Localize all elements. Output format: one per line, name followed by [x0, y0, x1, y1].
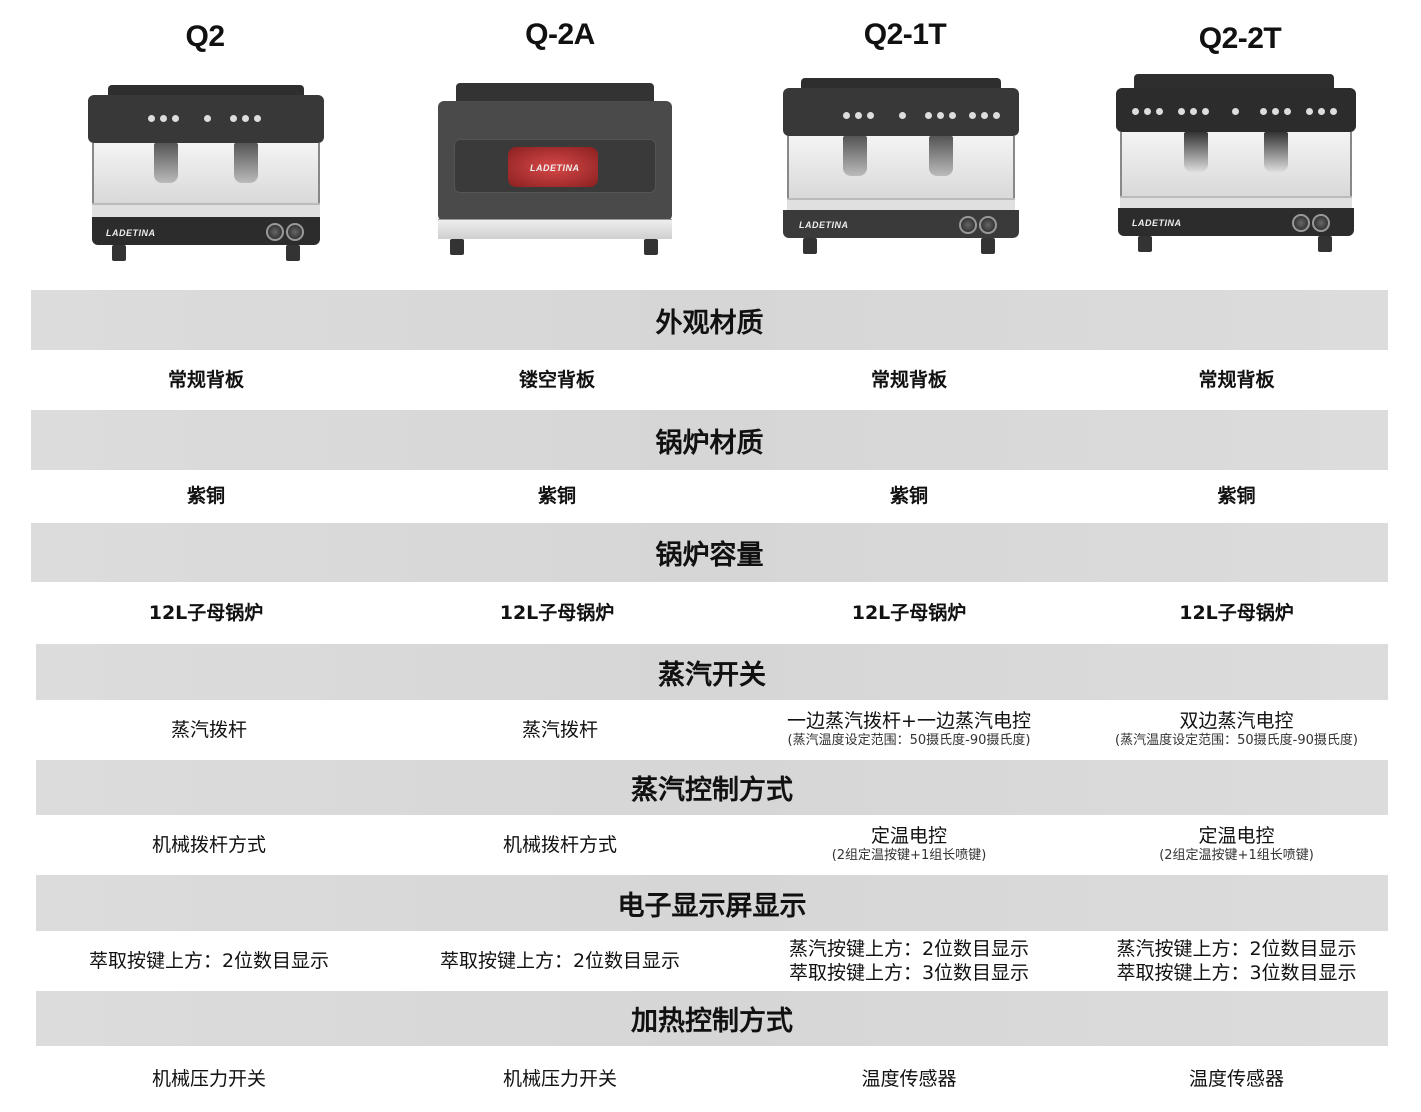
espresso-machine-q2-2t-image: LADETINA — [1116, 74, 1356, 252]
section-header-boiler-capacity: 锅炉容量 — [31, 523, 1388, 582]
table-row: 紫铜 紫铜 紫铜 紫铜 — [31, 470, 1388, 523]
table-cell: 萃取按键上方：2位数目显示 — [88, 949, 330, 972]
table-cell: 常规背板 — [167, 368, 244, 391]
table-cell: 12L子母锅炉 — [499, 601, 615, 624]
table-cell: 镂空背板 — [518, 368, 595, 391]
section-header-heating-control: 加热控制方式 — [36, 991, 1388, 1046]
table-cell: 紫铜 — [537, 485, 576, 508]
espresso-machine-q2-image: LADETINA — [88, 85, 324, 265]
table-cell: 机械拨杆方式 — [151, 833, 266, 856]
section-header-boiler-material: 锅炉材质 — [31, 410, 1388, 470]
table-cell: 常规背板 — [1198, 368, 1275, 391]
product-q2: Q2 LADETINA — [80, 0, 330, 290]
product-header: Q2 LADETINA Q-2A LADETINA — [0, 0, 1421, 290]
table-row: 常规背板 镂空背板 常规背板 常规背板 — [31, 350, 1388, 410]
table-cell: 温度传感器 — [1188, 1067, 1284, 1090]
product-name: Q2-2T — [1198, 22, 1282, 55]
table-cell: 定温电控 (2组定温按键+1组长喷键) — [831, 825, 987, 864]
table-cell: 蒸汽拨杆 — [170, 718, 247, 741]
product-name: Q-2A — [525, 18, 595, 51]
table-cell: 萃取按键上方：2位数目显示 — [439, 949, 681, 972]
section-header-steam-control: 蒸汽控制方式 — [36, 760, 1388, 815]
table-cell: 机械拨杆方式 — [502, 833, 617, 856]
table-cell: 一边蒸汽拨杆+一边蒸汽电控 (蒸汽温度设定范围：50摄氏度-90摄氏度) — [787, 710, 1031, 749]
table-cell: 常规背板 — [870, 368, 947, 391]
table-row: 萃取按键上方：2位数目显示 萃取按键上方：2位数目显示 蒸汽按键上方：2位数目显… — [31, 931, 1388, 991]
product-q2-1t: Q2-1T LADETINA — [780, 0, 1030, 290]
table-row: 12L子母锅炉 12L子母锅炉 12L子母锅炉 12L子母锅炉 — [31, 582, 1388, 644]
table-cell: 紫铜 — [1217, 485, 1256, 508]
table-cell: 双边蒸汽电控 (蒸汽温度设定范围：50摄氏度-90摄氏度) — [1115, 710, 1358, 749]
product-name: Q2 — [185, 20, 225, 53]
table-cell: 温度传感器 — [861, 1067, 957, 1090]
table-cell: 12L子母锅炉 — [148, 601, 264, 624]
section-header-display: 电子显示屏显示 — [36, 875, 1388, 931]
table-cell: 机械压力开关 — [502, 1067, 617, 1090]
espresso-machine-q2-1t-image: LADETINA — [783, 78, 1019, 254]
table-row: 机械压力开关 机械压力开关 温度传感器 温度传感器 — [31, 1046, 1388, 1112]
table-row: 机械拨杆方式 机械拨杆方式 定温电控 (2组定温按键+1组长喷键) 定温电控 (… — [31, 815, 1388, 875]
table-cell: 紫铜 — [889, 485, 928, 508]
table-cell: 12L子母锅炉 — [1179, 601, 1294, 624]
product-q-2a: Q-2A LADETINA — [430, 0, 690, 290]
product-name: Q2-1T — [863, 18, 947, 51]
table-cell: 机械压力开关 — [151, 1067, 266, 1090]
section-header-steam-switch: 蒸汽开关 — [36, 644, 1388, 700]
table-cell: 蒸汽按键上方：2位数目显示 萃取按键上方：3位数目显示 — [1116, 938, 1357, 984]
table-cell: 12L子母锅炉 — [851, 601, 967, 624]
table-cell: 蒸汽按键上方：2位数目显示 萃取按键上方：3位数目显示 — [788, 938, 1030, 984]
table-cell: 定温电控 (2组定温按键+1组长喷键) — [1159, 825, 1314, 864]
product-q2-2t: Q2-2T LADETINA — [1110, 0, 1370, 290]
section-header-appearance: 外观材质 — [31, 290, 1388, 350]
table-cell: 紫铜 — [186, 485, 225, 508]
table-row: 蒸汽拨杆 蒸汽拨杆 一边蒸汽拨杆+一边蒸汽电控 (蒸汽温度设定范围：50摄氏度-… — [31, 700, 1388, 760]
espresso-machine-q-2a-image: LADETINA — [438, 83, 672, 258]
table-cell: 蒸汽拨杆 — [521, 718, 598, 741]
